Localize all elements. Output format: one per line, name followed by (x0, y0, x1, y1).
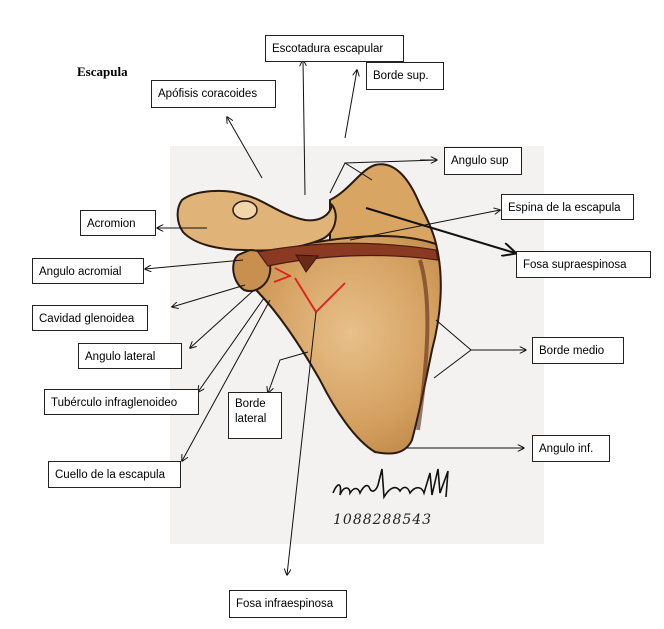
label-espina-escapula: Espina de la escapula (501, 194, 634, 220)
label-borde-medio: Borde medio (532, 337, 624, 364)
label-angulo-acromial: Angulo acromial (32, 258, 144, 284)
label-cavidad-glenoidea: Cavidad glenoidea (32, 305, 148, 331)
label-angulo-lateral: Angulo lateral (78, 343, 182, 369)
coracoid-shape (232, 200, 258, 220)
label-apofisis-coracoides: Apófisis coracoides (151, 80, 276, 108)
label-cuello-escapula: Cuello de la escapula (48, 461, 181, 488)
registration-number: 1088288543 (333, 512, 433, 528)
label-borde-sup: Borde sup. (366, 62, 444, 90)
label-fosa-supraespinosa: Fosa supraespinosa (516, 251, 651, 278)
label-escotadura-escapular: Escotadura escapular (265, 35, 404, 62)
label-tuberculo-infraglenoideo: Tubérculo infraglenoideo (44, 389, 199, 415)
label-borde-lateral: Borde lateral (228, 392, 282, 439)
handwritten-signature (332, 468, 449, 500)
label-acromion: Acromion (80, 210, 156, 236)
label-angulo-sup: Angulo sup (444, 147, 522, 175)
label-fosa-infraespinosa: Fosa infraespinosa (229, 590, 347, 618)
acromion-shape (176, 189, 337, 252)
label-angulo-inf: Angulo inf. (532, 435, 610, 462)
pointer-lines (145, 60, 526, 575)
supraspinous-region (329, 163, 438, 246)
medial-shading (416, 259, 430, 431)
figure-title: Escapula (77, 64, 128, 79)
spine-triangle (295, 254, 319, 273)
